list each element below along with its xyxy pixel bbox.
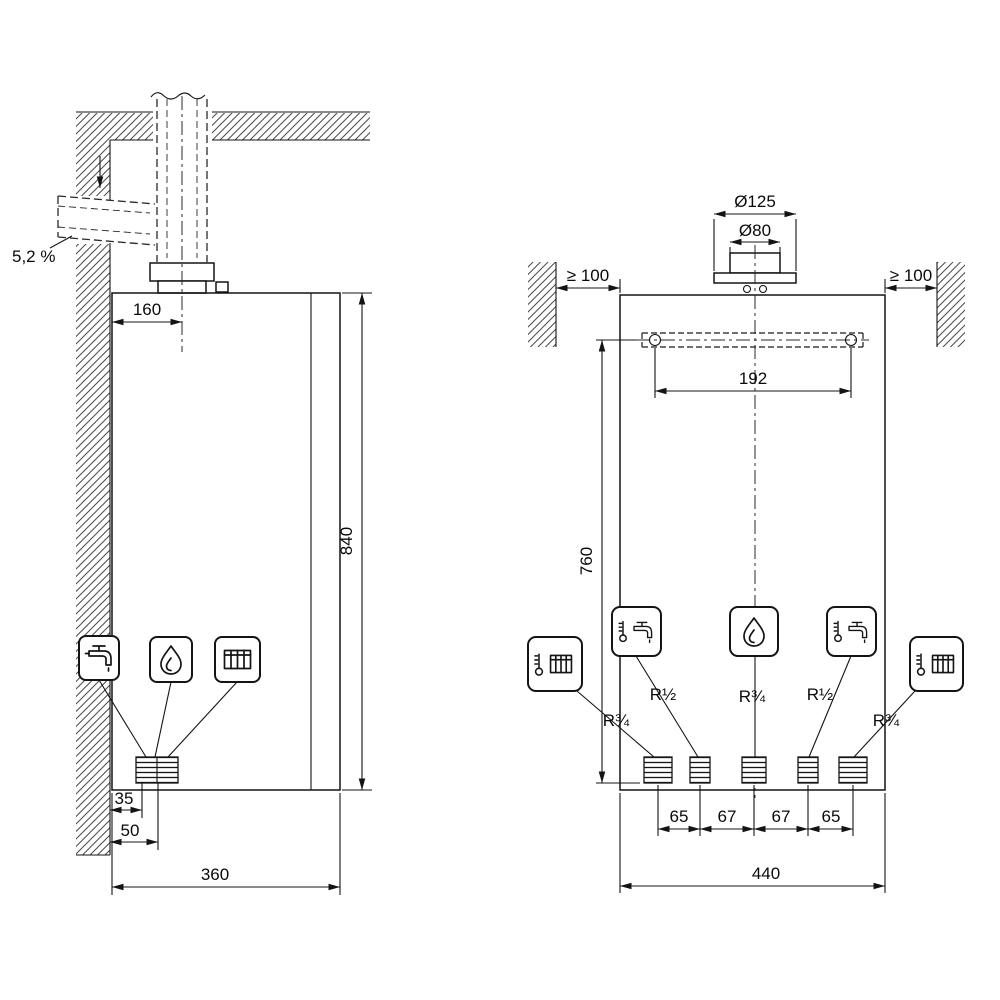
dim-label-760: 760 [577, 547, 596, 575]
dim-label-50: 50 [121, 821, 140, 840]
mounting-bracket [636, 332, 869, 348]
dim-label-spacing-1: 65 [670, 807, 689, 826]
dim-label-360: 360 [201, 865, 229, 884]
dim-clearance-right: ≥ 100 [884, 266, 937, 293]
dim-boiler-height: 840 [337, 292, 372, 791]
slope-leader-line [49, 235, 73, 249]
thermometer-radiator-icon [909, 636, 964, 692]
dim-label-160: 160 [133, 300, 161, 319]
wall-hatch-left [528, 262, 557, 347]
tap-icon [78, 635, 120, 681]
label-gas-thread: R¾ [739, 687, 766, 706]
front-view: Ø125 Ø80 ≥ 100 ≥ 100 [527, 192, 965, 893]
thermometer-radiator-icon [527, 636, 583, 692]
slope-label: 5,2 % [12, 247, 55, 266]
dim-label-flue-outer: Ø125 [734, 192, 776, 211]
dim-label-clearance-left: ≥ 100 [567, 266, 609, 285]
dim-bracket-to-connections: 760 [577, 339, 640, 784]
label-cold-water-thread: R½ [807, 685, 833, 704]
boiler-side-outline [111, 292, 341, 791]
dim-flue-outer: Ø125 [713, 192, 797, 271]
dim-label-spacing-2: 67 [718, 807, 737, 826]
dim-bracket-holes: 192 [654, 348, 852, 398]
dim-boiler-width: 440 [619, 793, 886, 893]
thermometer-tap-icon [611, 606, 662, 657]
dim-label-clearance-right: ≥ 100 [890, 266, 932, 285]
dim-label-flue-inner: Ø80 [739, 221, 771, 240]
dim-boiler-depth: 360 [111, 793, 341, 895]
dim-label-35: 35 [115, 789, 134, 808]
flame-icon [149, 636, 193, 683]
dim-flue-inner: Ø80 [729, 221, 781, 253]
boiler-front-outline [619, 294, 886, 791]
dim-connection-a: 35 [110, 783, 143, 818]
label-heating-flow-thread: R¾ [603, 711, 630, 730]
radiator-icon [214, 636, 261, 683]
flue-collar-side [149, 262, 229, 294]
dim-clearance-left: ≥ 100 [556, 266, 621, 293]
connection-stubs [643, 756, 868, 784]
dim-label-spacing-3: 67 [772, 807, 791, 826]
dim-label-840: 840 [337, 527, 356, 555]
label-hot-water-thread: R½ [650, 685, 676, 704]
dim-label-192: 192 [739, 369, 767, 388]
ceiling-hatch [76, 111, 370, 141]
dim-flue-offset: 160 [112, 300, 182, 326]
flue-pipe-side [57, 92, 208, 262]
label-heating-return-thread: R¾ [873, 711, 900, 730]
dim-connection-spacing: 65 67 67 65 [657, 785, 854, 836]
thermometer-tap-icon [826, 606, 877, 657]
wall-hatch-right [936, 262, 965, 347]
side-view: 5,2 % 160 840 [12, 92, 372, 895]
connection-block-side [135, 756, 179, 784]
dim-label-440: 440 [752, 864, 780, 883]
dim-label-spacing-4: 65 [822, 807, 841, 826]
connection-leader-lines-side [98, 679, 238, 758]
wall-hatch [76, 140, 111, 856]
dim-connection-b: 50 [110, 783, 159, 850]
connection-leader-lines-front [576, 655, 916, 758]
flame-icon [729, 606, 779, 657]
